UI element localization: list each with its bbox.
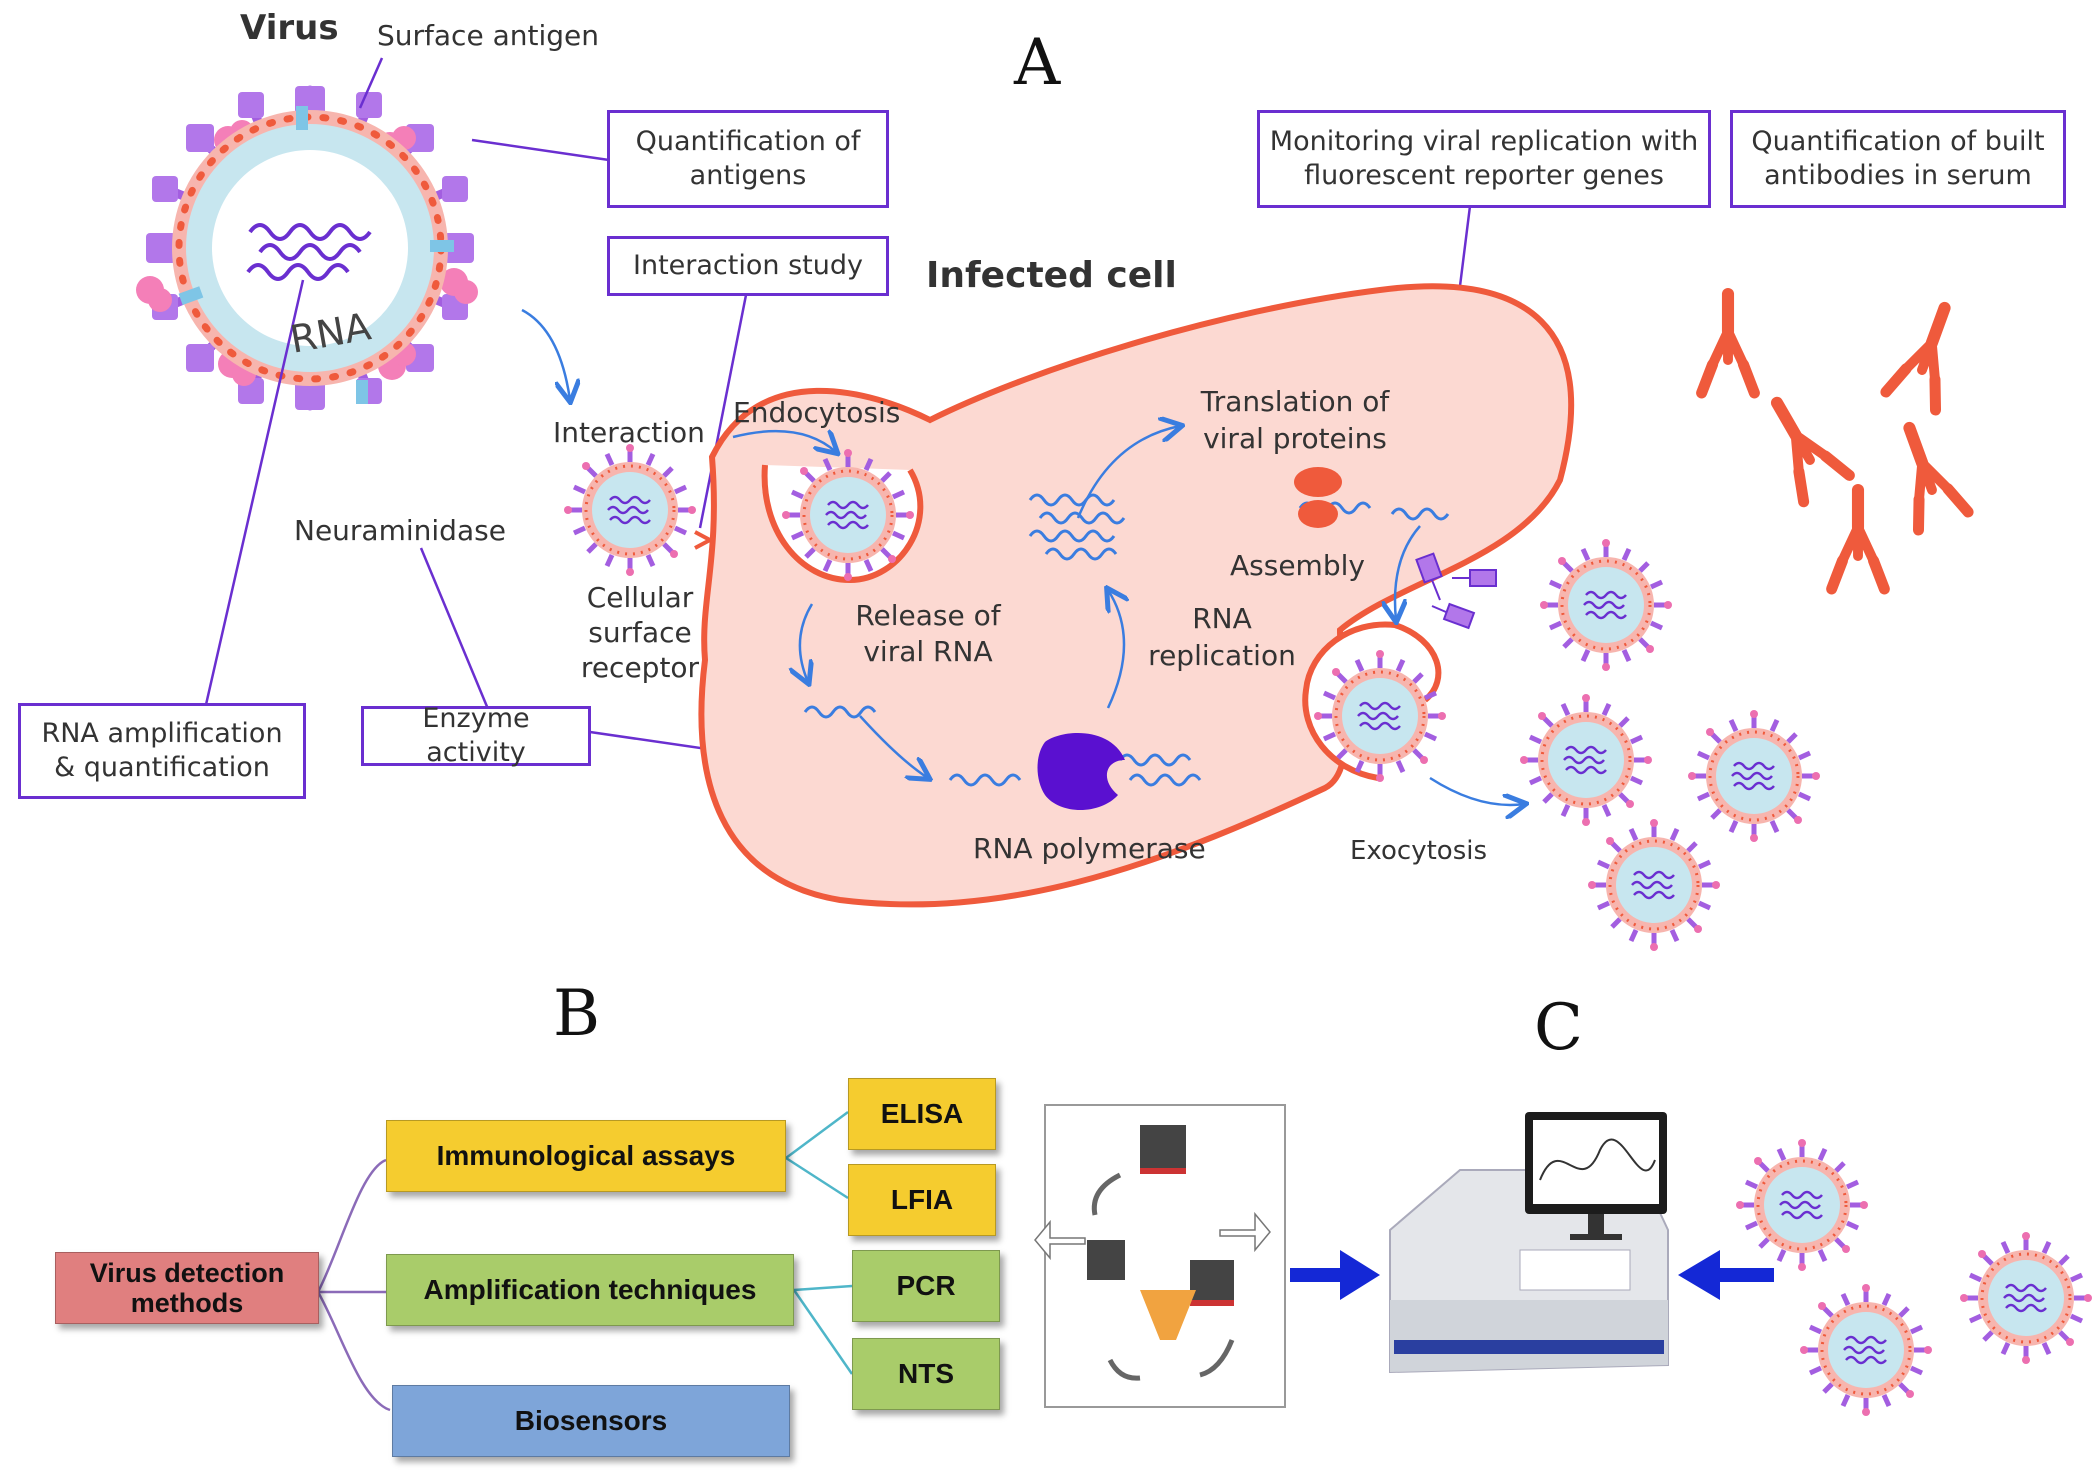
release-line-1: Release of	[855, 599, 1001, 632]
translation-label: Translation of viral proteins	[1190, 383, 1400, 457]
viral-proteins	[1415, 552, 1497, 630]
box-rna-amplification: RNA amplification & quantification	[18, 703, 306, 799]
box-text-1: RNA amplification	[41, 718, 283, 749]
tree-nts: NTS	[852, 1338, 1000, 1410]
release-label: Release of viral RNA	[848, 598, 1008, 670]
translation-line-2: viral proteins	[1203, 422, 1387, 455]
exocytosis-label: Exocytosis	[1350, 836, 1488, 866]
interaction-label: Interaction	[553, 416, 705, 449]
box-text-1: Quantification of	[635, 126, 861, 157]
monitor	[1525, 1112, 1667, 1240]
tree-connectors	[316, 1110, 854, 1412]
surface-antigen-label: Surface antigen	[377, 19, 599, 52]
infected-cell-title: Infected cell	[926, 255, 1177, 296]
replication-label: RNA replication	[1142, 600, 1302, 674]
receptor-line-3: receptor	[580, 651, 700, 684]
box-interaction-study: Interaction study	[607, 236, 889, 296]
cell-rna	[803, 493, 1450, 787]
translation-line-1: Translation of	[1200, 385, 1390, 418]
assembly-label: Assembly	[1230, 549, 1365, 582]
box-text-1: Quantification of built	[1751, 126, 2045, 157]
ribosome	[1294, 467, 1342, 528]
box-quantification-antigens: Quantification of antigens	[607, 110, 889, 208]
panel-letter-a: A	[1014, 26, 1061, 100]
root-line-2: methods	[130, 1288, 244, 1318]
box-quantification-antibodies: Quantification of built antibodies in se…	[1730, 110, 2066, 208]
receptor-line-1: Cellular	[586, 581, 694, 614]
tree-lfia: LFIA	[848, 1164, 996, 1236]
panel-letter-c: C	[1534, 991, 1583, 1065]
endocytosis-label: Endocytosis	[733, 396, 901, 429]
root-line-1: Virus detection	[89, 1258, 285, 1288]
receptor-label: Cellular surface receptor	[580, 580, 700, 685]
virus-title: Virus	[240, 8, 339, 48]
box-text-2: antigens	[689, 160, 807, 191]
box-text-2: antibodies in serum	[1764, 160, 2032, 191]
box-monitoring-replication: Monitoring viral replication with fluore…	[1257, 110, 1711, 208]
tree-immunological-assays: Immunological assays	[386, 1120, 786, 1192]
box-text-2: & quantification	[54, 752, 270, 783]
tree-pcr: PCR	[852, 1250, 1000, 1322]
box-enzyme-activity: Enzyme activity	[361, 703, 591, 768]
tree-root: Virus detection methods	[55, 1252, 319, 1324]
receptor-line-2: surface	[588, 616, 692, 649]
arrows-to-instrument	[1290, 1250, 1774, 1300]
infected-cell	[698, 283, 1575, 908]
virus-illustration	[136, 85, 478, 411]
box-text-2: fluorescent reporter genes	[1304, 160, 1664, 191]
release-line-2: viral RNA	[863, 635, 993, 668]
rna-polymerase	[1037, 733, 1125, 810]
tree-biosensors: Biosensors	[392, 1385, 790, 1457]
box-text-1: Monitoring viral replication with	[1269, 126, 1699, 157]
panel-letter-b: B	[553, 977, 601, 1051]
replication-line-2: replication	[1148, 639, 1296, 672]
neuraminidase-label: Neuraminidase	[294, 514, 506, 547]
replication-line-1: RNA	[1192, 602, 1252, 635]
rna-polymerase-label: RNA polymerase	[973, 832, 1206, 865]
rna-strands	[246, 223, 372, 281]
antibodies	[1702, 294, 1970, 589]
tree-amplification-techniques: Amplification techniques	[386, 1254, 794, 1326]
workflow-panel	[1034, 1104, 1286, 1408]
tree-elisa: ELISA	[848, 1078, 996, 1150]
